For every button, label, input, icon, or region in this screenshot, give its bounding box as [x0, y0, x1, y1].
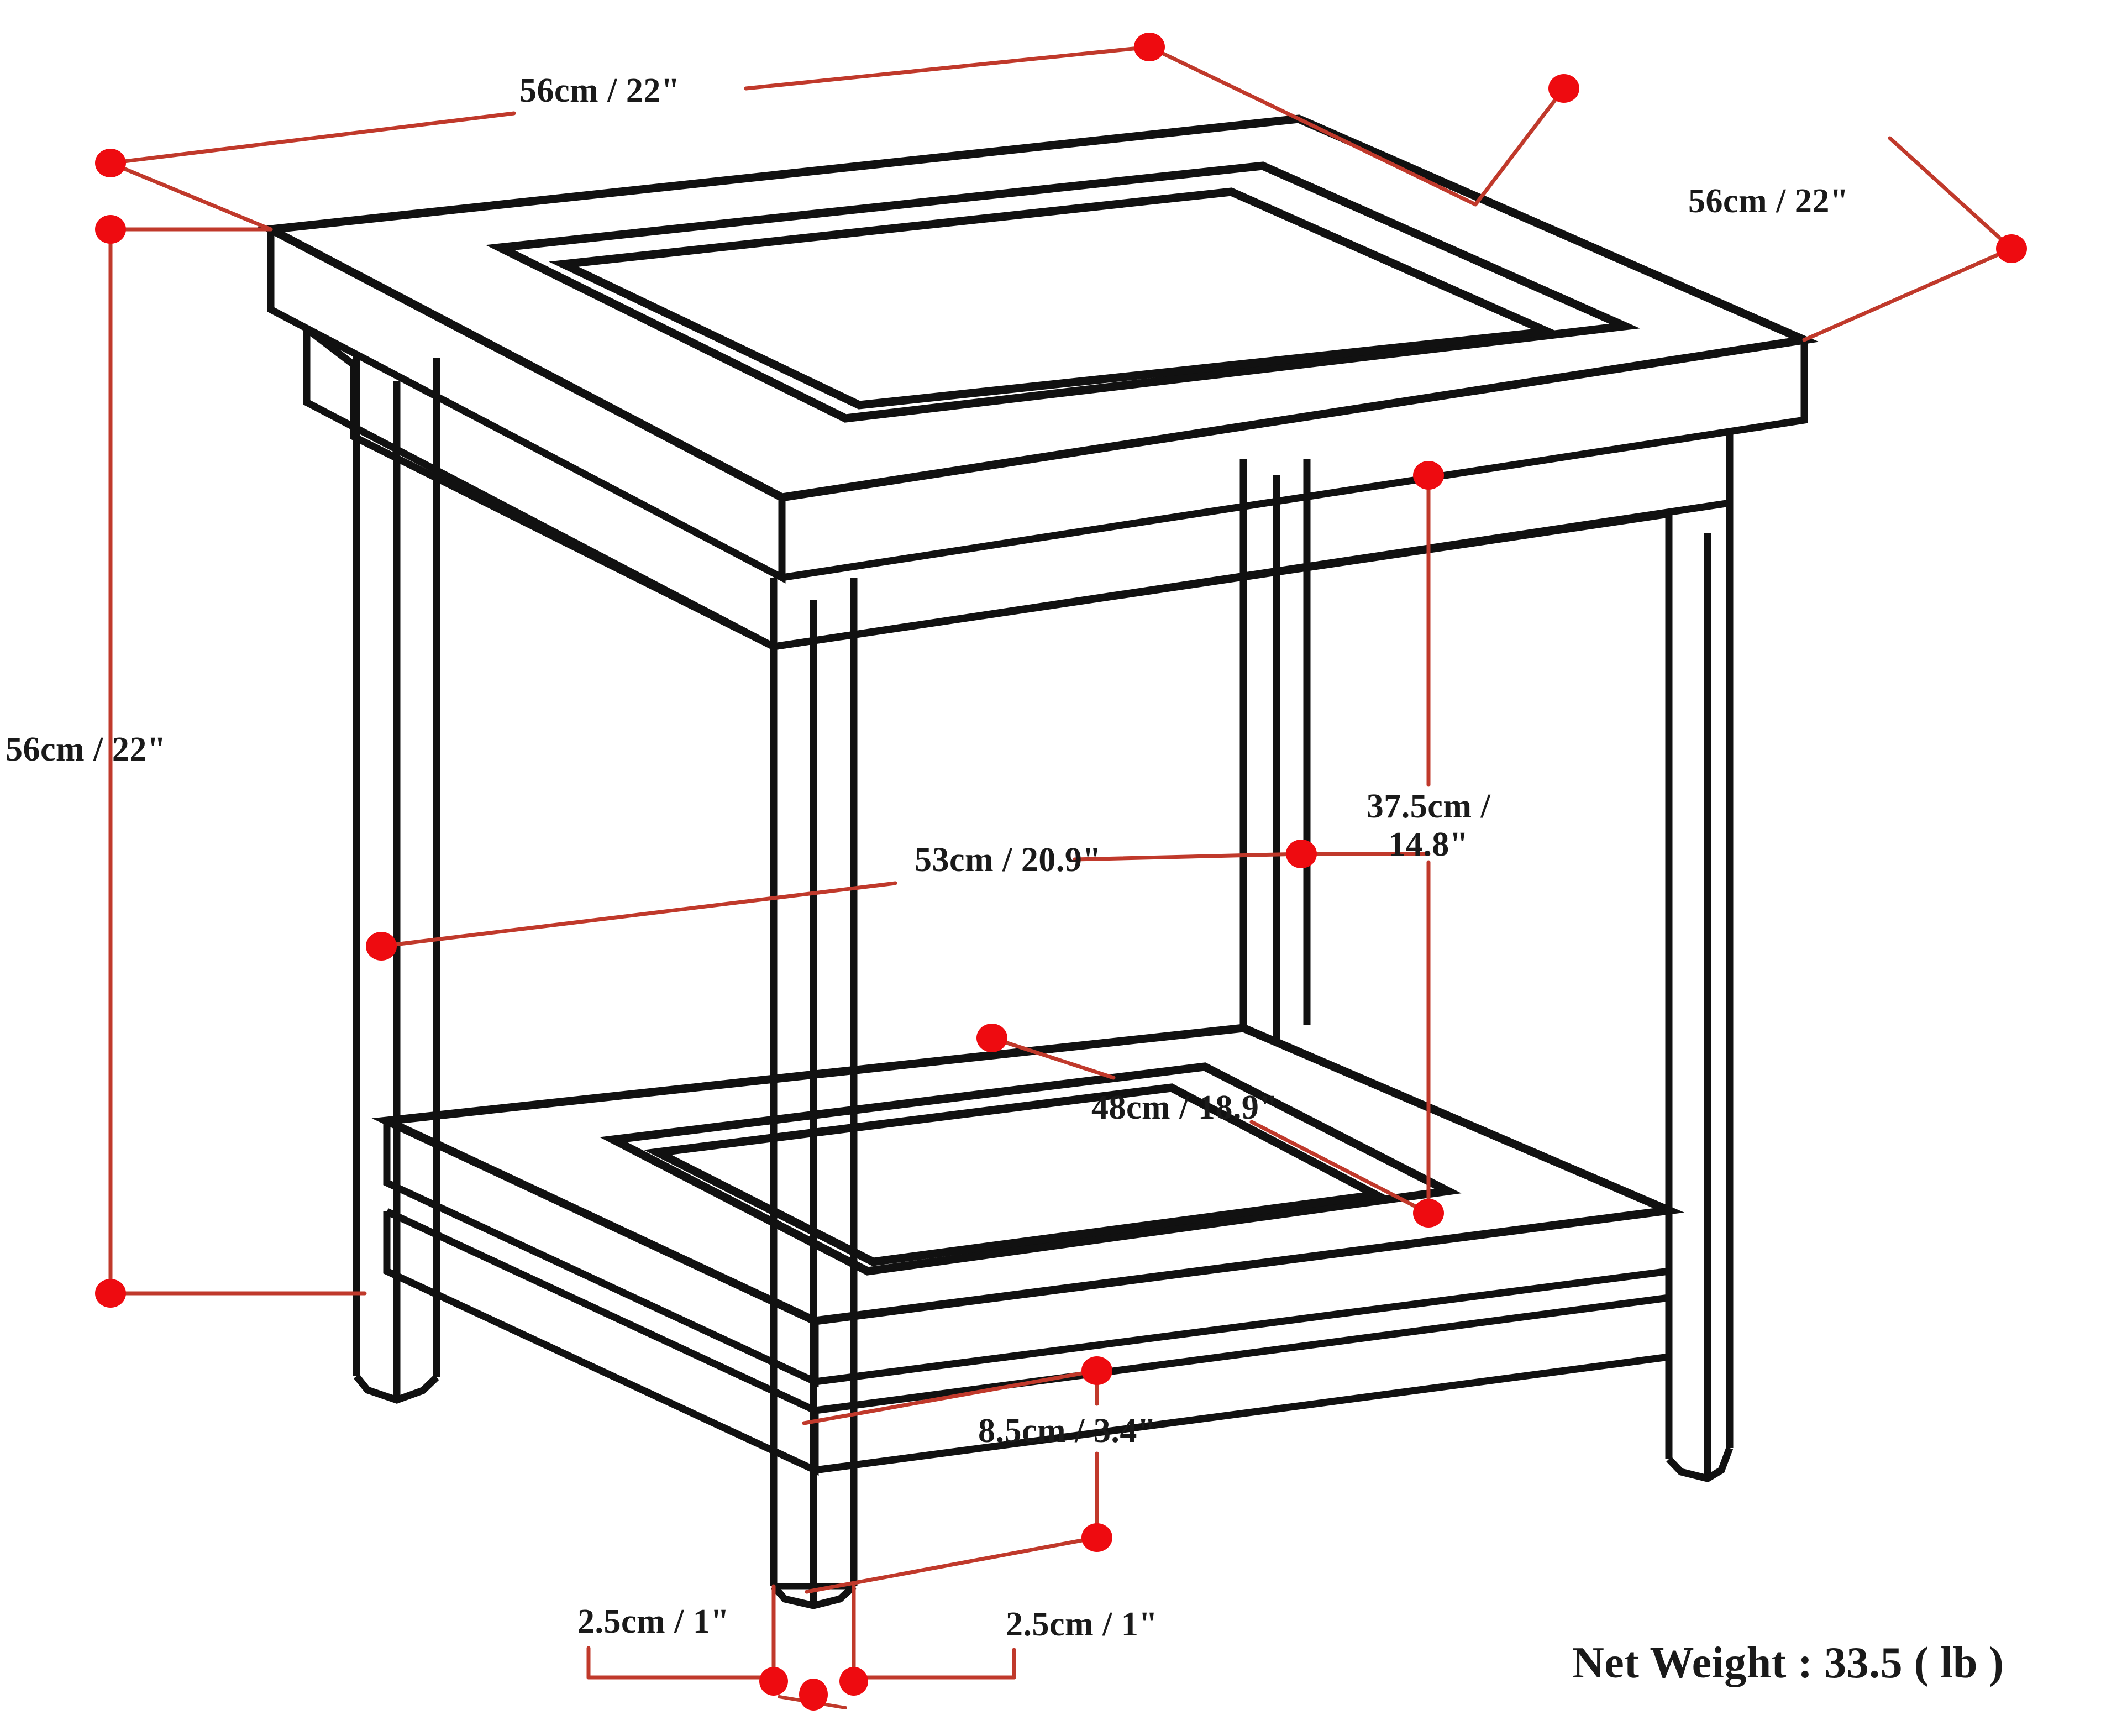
dot-shelf-width-right	[1286, 840, 1317, 868]
dot-top-width-left	[95, 149, 126, 177]
apron-back-left-hint	[304, 326, 356, 368]
dot-top-depth-near	[1548, 74, 1579, 103]
dot-top-depth-far	[1996, 234, 2027, 263]
leader-top-depth	[1296, 86, 2014, 342]
leader-shelf-depth	[990, 1036, 1431, 1215]
tabletop-front-left-face	[267, 229, 786, 584]
tabletop-front-right-face	[781, 340, 1808, 581]
dimension-label-top-width: 56cm / 22"	[519, 72, 680, 109]
shelf-height-line-2: 14.8"	[1388, 826, 1469, 864]
dot-shelf-width-left	[366, 932, 397, 961]
dot-top-width-right	[1134, 33, 1165, 61]
dot-shelf-height-top	[1413, 461, 1444, 490]
leader-overall-height	[108, 227, 367, 1296]
dimension-label-shelf-width: 53cm / 20.9"	[915, 841, 1102, 879]
dot-shelf-height-bottom	[1413, 1199, 1444, 1228]
dimension-label-leg-clearance: 8.5cm / 3.4"	[978, 1412, 1157, 1450]
dot-shelf-depth-near	[976, 1024, 1007, 1052]
dot-leg-clearance-top	[1081, 1356, 1112, 1385]
leader-shelf-height	[1299, 473, 1431, 1215]
apron-inner-right-edge	[773, 510, 1669, 651]
shelf-inset-panel	[600, 1062, 1462, 1276]
shelf-front-left-face	[383, 1121, 819, 1388]
leader-shelf-width	[379, 852, 1304, 948]
dot-leg-clearance-bottom	[1081, 1523, 1112, 1552]
shelf-height-line-1: 37.5cm /	[1366, 788, 1491, 825]
leader-top-width	[108, 45, 1301, 232]
shelf-lower-rail-top-left	[385, 1208, 817, 1414]
dot-height-top	[95, 215, 126, 244]
dot-leg-center-edge	[799, 1679, 828, 1711]
leg-back	[1239, 459, 1311, 1045]
dimension-label-leg-depth: 2.5cm / 1"	[1006, 1606, 1158, 1643]
leader-leg-clearance	[802, 1368, 1099, 1594]
dot-height-bottom	[95, 1279, 126, 1308]
dimension-label-shelf-height: 37.5cm /14.8"	[1340, 788, 1517, 864]
shelf-lower-rail-left	[383, 1211, 819, 1476]
dimension-endpoint-markers	[95, 33, 2027, 1711]
shelf-front-right-face	[815, 1210, 1673, 1386]
leader-leg-depth	[852, 1584, 1016, 1680]
shelf-lower-rail-right	[815, 1298, 1673, 1474]
dimension-label-leg-width: 2.5cm / 1"	[577, 1603, 730, 1640]
dimension-label-overall-height: 56cm / 22"	[6, 731, 166, 768]
dot-leg-depth-edge	[839, 1667, 868, 1696]
net-weight-label: Net Weight : 33.5 ( lb )	[1572, 1639, 2004, 1687]
leader-leg-width	[586, 1584, 776, 1680]
dot-leg-width-edge	[759, 1667, 788, 1696]
dimension-label-top-depth: 56cm / 22"	[1688, 182, 1849, 220]
tabletop-inset-panel	[485, 161, 1641, 423]
dimension-label-shelf-depth: 48cm / 18.9"	[1091, 1089, 1279, 1126]
shelf-lower-rail-top-right	[815, 1294, 1669, 1414]
